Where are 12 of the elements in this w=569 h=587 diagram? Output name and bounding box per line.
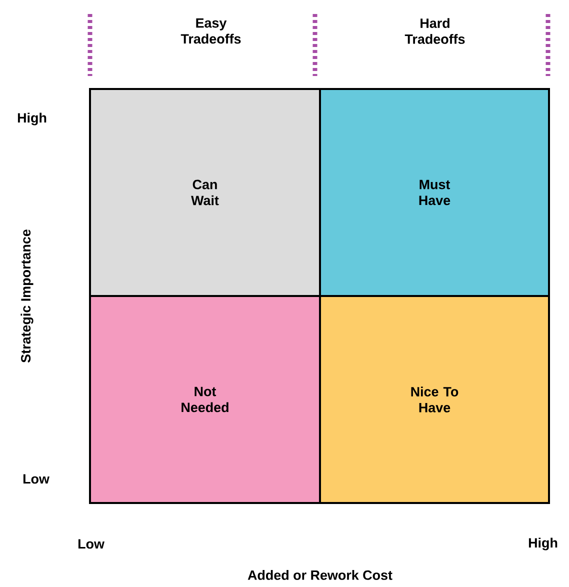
axis-tick-label: High bbox=[528, 538, 558, 550]
column-heading: Hard Tradeoffs bbox=[404, 18, 465, 44]
column-heading: Easy Tradeoffs bbox=[180, 18, 241, 44]
axis-tick-label: Low bbox=[78, 539, 104, 549]
quadrant-box: Can Wait bbox=[89, 88, 321, 297]
axis-title: Added or Rework Cost bbox=[248, 570, 392, 580]
axis-tick-label: Low bbox=[23, 474, 50, 484]
quadrant-box: Nice To Have bbox=[319, 295, 550, 504]
quadrant-box: Must Have bbox=[319, 88, 550, 297]
quadrant-box: Not Needed bbox=[89, 295, 321, 504]
axis-title: Strategic Importance bbox=[20, 230, 34, 362]
axis-tick-label: High bbox=[18, 112, 46, 126]
